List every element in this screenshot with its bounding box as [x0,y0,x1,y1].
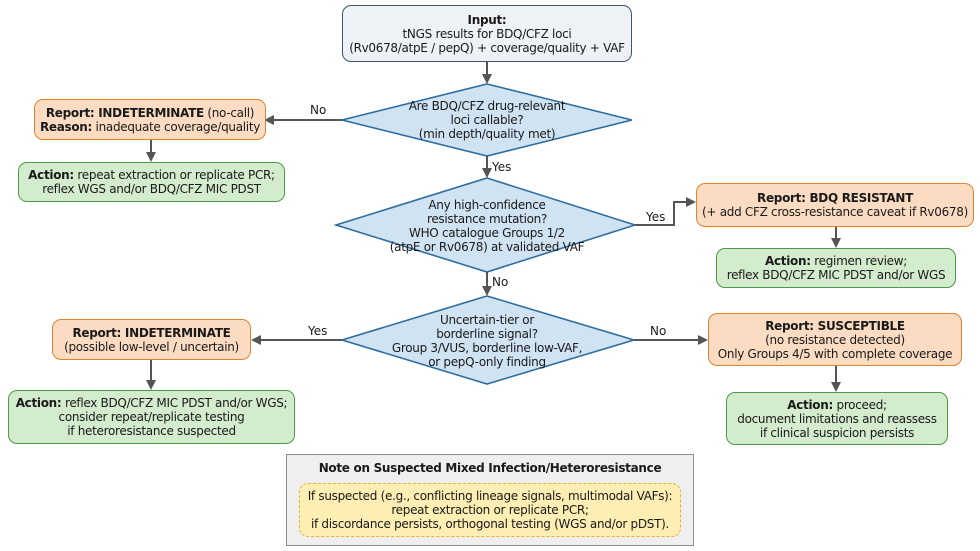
decision-callable-line3: (min depth/quality met) [418,127,556,141]
report-susceptible: Report: SUSCEPTIBLE (no resistance detec… [708,313,962,366]
report-susceptible-line2: (no resistance detected) [765,332,905,347]
decision-hc-line3: WHO catalogue Groups 1/2 [409,226,565,240]
label-d1-no: No [310,103,327,117]
label-d3-no: No [650,324,667,338]
action-susceptible: Action: proceed; document limitations an… [726,392,948,445]
report-resistant-heading: Report: BDQ RESISTANT [757,191,913,205]
report-bdq-resistant: Report: BDQ RESISTANT (+ add CFZ cross-r… [696,183,974,227]
action-nocall: Action: repeat extraction or replicate P… [18,162,285,202]
decision-uncertain: Uncertain-tier or borderline signal? Gro… [382,313,592,369]
decision-high-confidence: Any high-confidence resistance mutation?… [382,196,592,256]
note-panel: Note on Suspected Mixed Infection/Hetero… [286,454,694,546]
decision-unc-line3: Group 3/VUS, borderline low-VAF, [391,341,583,355]
action-susceptible-line2: document limitations and reassess [737,411,937,426]
action-uncertain-line1: Action: reflex BDQ/CFZ MIC PDST and/or W… [16,396,288,410]
action-uncertain: Action: reflex BDQ/CFZ MIC PDST and/or W… [8,390,295,444]
action-uncertain-line3: if heteroresistance suspected [67,424,236,438]
input-title: Input: [467,12,507,27]
report-nocall-reason-label: Reason: [39,119,93,134]
arrow-d2-yes [635,197,696,226]
label-d2-yes: Yes [646,210,666,224]
report-nocall-reason: inadequate coverage/quality [92,119,261,134]
decision-callable-line1: Are BDQ/CFZ drug-relevant [408,99,566,113]
report-susceptible-line3: Only Groups 4/5 with complete coverage [717,346,953,361]
report-nocall-line2: Reason: inadequate coverage/quality [40,120,260,134]
action-nocall-line2: reflex WGS and/or BDQ/CFZ MIC PDST [42,182,261,196]
note-line2: repeat extraction or replicate PCR; [391,503,589,517]
decision-uncertain-shape [339,295,637,385]
decision-hc-line1: Any high-confidence [428,198,546,212]
action-resistant-heading: Action: [765,254,811,268]
report-nocall-suffix: (no-call) [203,105,255,120]
note-body: If suspected (e.g., conflicting lineage … [299,483,681,537]
action-resistant: Action: regimen review; reflex BDQ/CFZ M… [716,248,956,288]
action-resistant-line2: reflex BDQ/CFZ MIC PDST and/or WGS [726,268,946,282]
action-susceptible-line1: Action: proceed; [787,398,887,412]
action-nocall-line1: Action: repeat extraction or replicate P… [28,168,275,182]
action-nocall-text1: repeat extraction or replicate PCR; [73,168,275,182]
label-d1-yes: Yes [492,160,512,174]
action-susceptible-text1: proceed; [832,397,887,412]
action-resistant-line1: Action: regimen review; [765,254,907,268]
decision-hc-line2: resistance mutation? [426,212,548,226]
decision-unc-line2: borderline signal? [436,327,538,341]
report-indeterminate-uncertain: Report: INDETERMINATE (possible low-leve… [52,319,251,360]
note-line1: If suspected (e.g., conflicting lineage … [307,489,673,503]
action-uncertain-text1: reflex BDQ/CFZ MIC PDST and/or WGS; [61,396,288,410]
note-line3: if discordance persists, orthogonal test… [310,517,670,531]
action-susceptible-heading: Action: [787,397,833,412]
input-line2: (Rv0678/atpE / pepQ) + coverage/quality … [349,40,625,55]
input-box: Input: tNGS results for BDQ/CFZ loci (Rv… [342,5,632,62]
report-indeterminate-nocall: Report: INDETERMINATE (no-call) Reason: … [34,99,266,140]
label-d3-yes: Yes [308,324,328,338]
report-resistant-line2: (+ add CFZ cross-resistance caveat if Rv… [702,205,968,219]
label-d2-no: No [492,275,509,289]
action-resistant-text1: regimen review; [810,254,907,268]
report-uncertain-line2: (possible low-level / uncertain) [64,339,239,354]
input-line1: tNGS results for BDQ/CFZ loci [402,26,572,41]
action-nocall-heading: Action: [28,168,74,182]
report-nocall-line1: Report: INDETERMINATE (no-call) [45,105,255,120]
decision-hc-line4: (atpE or Rv0678) at validated VAF [389,240,585,254]
report-susceptible-heading: Report: SUSCEPTIBLE [765,318,905,333]
decision-unc-line4: or pepQ-only finding [428,355,546,369]
decision-callable: Are BDQ/CFZ drug-relevant loci callable?… [392,96,582,144]
report-uncertain-heading: Report: INDETERMINATE [72,325,231,340]
action-uncertain-heading: Action: [15,396,62,410]
report-nocall-heading: Report: INDETERMINATE [45,105,204,120]
note-title: Note on Suspected Mixed Infection/Hetero… [318,461,662,475]
action-uncertain-line2: consider repeat/replicate testing [58,410,245,424]
decision-callable-line2: loci callable? [450,113,524,127]
decision-unc-line1: Uncertain-tier or [440,313,534,327]
action-susceptible-line3: if clinical suspicion persists [759,425,915,440]
